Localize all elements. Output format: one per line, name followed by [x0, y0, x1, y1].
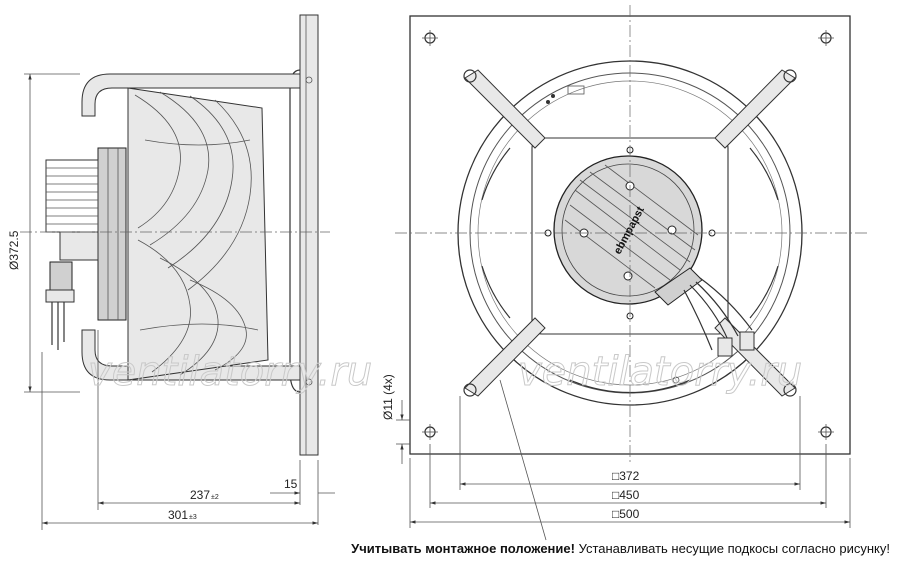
support-strut-top: [81, 73, 301, 117]
front-view: ebmpapst: [395, 5, 870, 465]
dim-301-tolerance: ±3: [189, 514, 197, 521]
dim-square-500: □500: [612, 507, 640, 521]
dim-square-450: □450: [612, 488, 640, 502]
impeller-body: [127, 87, 269, 381]
dim-hole-diameter: Ø11 (4x): [381, 374, 395, 420]
installation-note: Учитывать монтажное положение! Устанавли…: [351, 541, 890, 556]
connection-box: [654, 267, 755, 357]
side-dimensions: Ø372.5 15 237 ±2 301 ±3: [7, 73, 335, 530]
front-support-struts: [463, 69, 797, 397]
cable-gland: [45, 261, 75, 350]
impeller-blades: [134, 91, 259, 376]
dim-15: 15: [284, 477, 298, 491]
motor-flange: [97, 147, 127, 321]
ring-slots: [481, 147, 779, 394]
dim-diameter-372-5: Ø372.5: [7, 230, 21, 270]
dim-301: 301: [168, 508, 188, 522]
front-dimensions: Ø11 (4x) □372 □450 □500: [381, 374, 851, 541]
inlet-nozzle: [289, 69, 301, 393]
installation-note-bold: Учитывать монтажное положение!: [351, 541, 575, 556]
dim-237-tolerance: ±2: [211, 494, 219, 501]
mounting-plate-side: [299, 14, 319, 456]
corner-holes: [422, 30, 834, 440]
motor-cooling-fins: [45, 159, 99, 261]
watermark-right: ventilatorry.ru: [518, 349, 802, 395]
side-view: [20, 14, 330, 456]
label-marks: [546, 85, 680, 384]
dim-237: 237: [190, 488, 210, 502]
watermark-left: ventilatorry.ru: [88, 349, 372, 395]
dim-square-372: □372: [612, 469, 640, 483]
installation-note-text: Устанавливать несущие подкосы согласно р…: [574, 541, 890, 556]
